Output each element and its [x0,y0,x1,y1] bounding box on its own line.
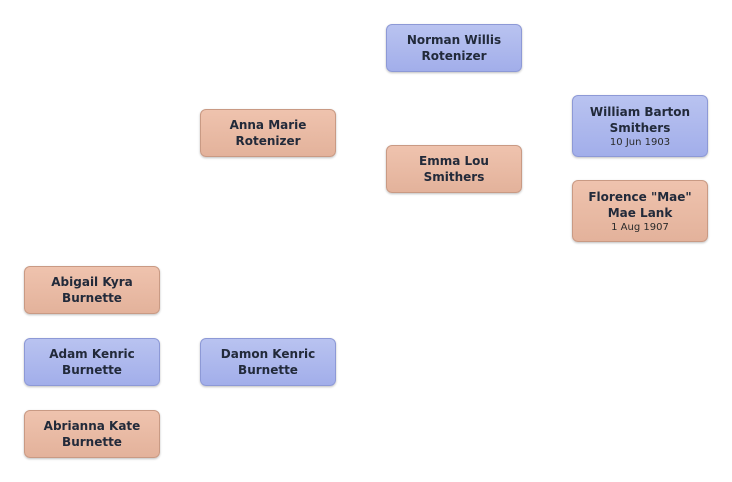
person-first-name: Florence "Mae" [588,189,692,204]
person-last-name: Burnette [62,435,122,449]
person-card-anna-marie-rotenizer[interactable]: Anna Marie Rotenizer [200,109,336,157]
person-first-name: Norman Willis [406,33,502,47]
person-card-william-barton-smithers[interactable]: William Barton Smithers 10 Jun 1903 [572,95,708,157]
person-first-name: Anna Marie [229,118,307,132]
person-last-name: Burnette [62,291,122,305]
person-last-name: Smithers [609,120,671,135]
person-first-name: William Barton [589,104,691,119]
person-first-name: Abrianna Kate [43,419,141,433]
person-first-name: Adam Kenric [49,347,135,361]
person-last-name: Burnette [62,363,122,377]
person-last-name: Smithers [423,170,485,184]
person-last-name: Mae Lank [607,205,673,220]
person-first-name: Damon Kenric [220,347,316,361]
person-birth-date: 1 Aug 1907 [611,221,669,233]
person-card-abrianna-kate-burnette[interactable]: Abrianna Kate Burnette [24,410,160,458]
person-first-name: Emma Lou [419,154,489,168]
person-birth-date: 10 Jun 1903 [609,136,671,148]
person-card-damon-kenric-burnette[interactable]: Damon Kenric Burnette [200,338,336,386]
person-card-abigail-kyra-burnette[interactable]: Abigail Kyra Burnette [24,266,160,314]
person-card-florence-mae-lank[interactable]: Florence "Mae" Mae Lank 1 Aug 1907 [572,180,708,242]
person-first-name: Abigail Kyra [51,275,133,289]
person-card-adam-kenric-burnette[interactable]: Adam Kenric Burnette [24,338,160,386]
person-last-name: Burnette [238,363,298,377]
person-card-norman-willis-rotenizer[interactable]: Norman Willis Rotenizer [386,24,522,72]
person-last-name: Rotenizer [421,49,487,63]
person-last-name: Rotenizer [235,134,301,148]
person-card-emma-lou-smithers[interactable]: Emma Lou Smithers [386,145,522,193]
